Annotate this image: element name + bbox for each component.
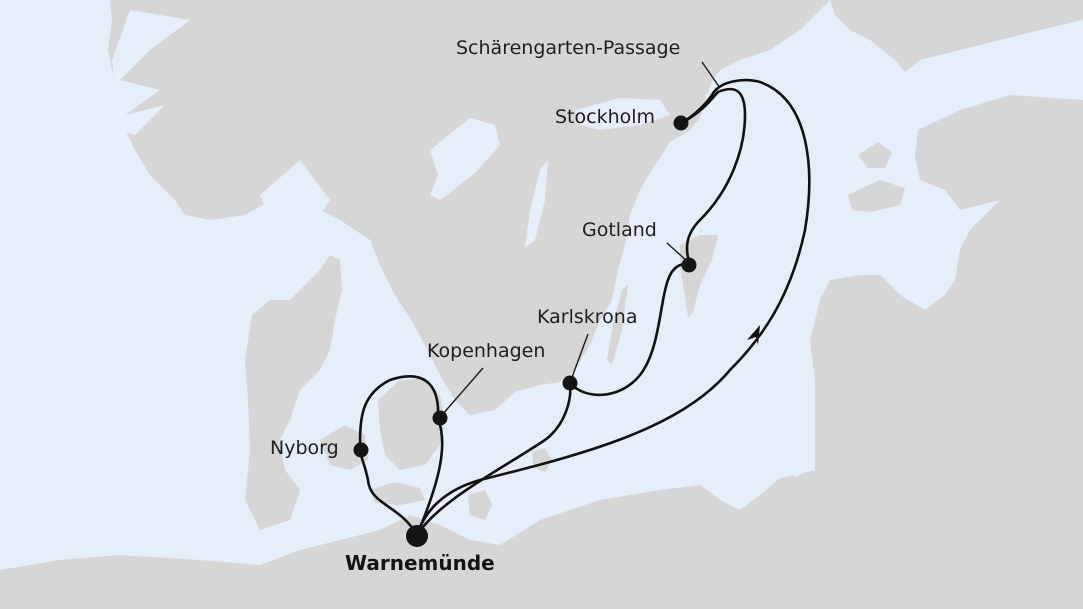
zealand-island — [378, 378, 445, 470]
hiiumaa — [858, 142, 892, 168]
label-stockholm: Stockholm — [555, 106, 656, 128]
fjord — [112, 10, 190, 135]
leader-schaerengarten — [701, 61, 721, 89]
label-gotland: Gotland — [582, 219, 657, 241]
gotland-island — [680, 235, 718, 318]
ruegen-island — [468, 490, 492, 520]
leader-kopenhagen — [441, 367, 484, 416]
label-warnemuende: Warnemünde — [345, 551, 495, 575]
funen-island — [320, 425, 368, 470]
port-dot-warnemuende[interactable] — [406, 525, 428, 547]
lolland-island — [370, 482, 425, 505]
curonian-lagoon — [795, 410, 815, 478]
port-dot-gotland[interactable] — [681, 257, 697, 273]
scandinavia-land — [108, 0, 1083, 415]
port-dot-nyborg[interactable] — [353, 442, 369, 458]
lake-vanern — [430, 118, 500, 200]
port-dot-kopenhagen[interactable] — [432, 410, 448, 426]
leader-gotland — [666, 242, 689, 263]
port-dot-karlskrona[interactable] — [562, 375, 578, 391]
arrow-up-right-icon — [747, 325, 760, 345]
oeland-island — [607, 285, 628, 365]
port-dot-stockholm[interactable] — [673, 115, 689, 131]
estonia-land — [915, 95, 1083, 210]
bornholm-island — [532, 448, 552, 472]
label-kopenhagen: Kopenhagen — [427, 340, 546, 362]
label-karlskrona: Karlskrona — [537, 306, 638, 328]
saaremaa — [848, 180, 905, 212]
oslofjord — [260, 160, 330, 240]
aland-islands — [745, 28, 775, 50]
label-nyborg: Nyborg — [270, 437, 339, 459]
label-schaerengarten-passage: Schärengarten-Passage — [456, 37, 681, 59]
jutland-land — [245, 255, 342, 530]
baltic-states-land — [0, 190, 1083, 609]
finland-land — [830, 0, 1083, 72]
lake-vattern — [525, 160, 548, 248]
lake-malaren — [575, 98, 670, 130]
leader-karlskrona — [570, 333, 589, 381]
